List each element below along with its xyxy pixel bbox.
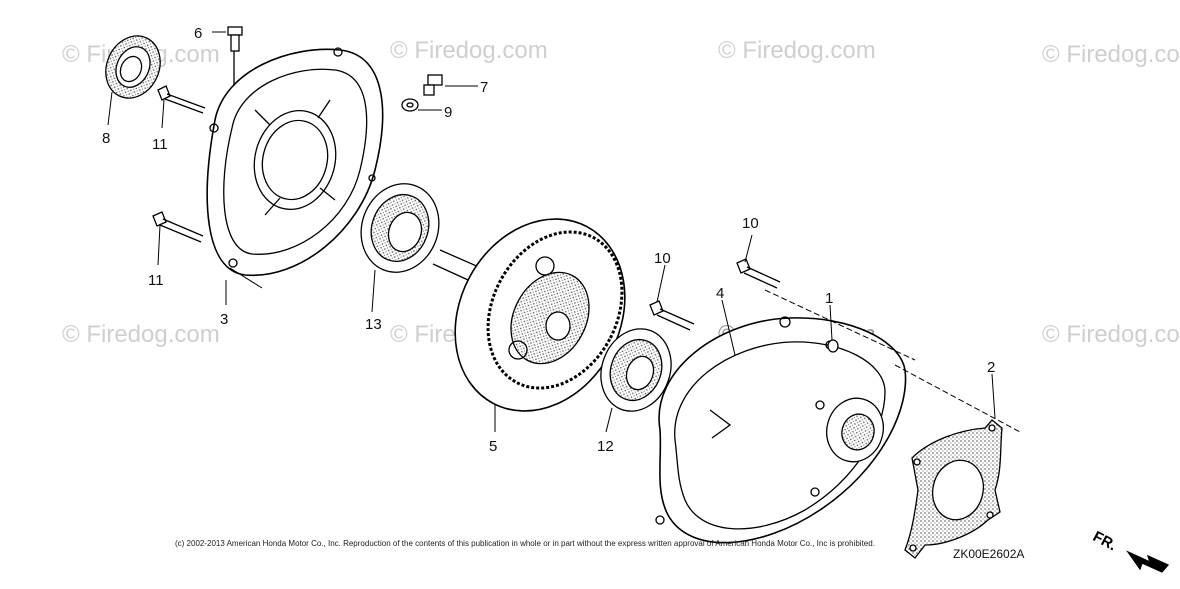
callout-13: 13 bbox=[365, 316, 382, 333]
callout-7: 7 bbox=[480, 79, 488, 96]
watermark-text: © Firedog.com bbox=[1042, 321, 1180, 348]
bolt-part-6 bbox=[227, 26, 243, 88]
copyright-notice: (c) 2002-2013 American Honda Motor Co., … bbox=[175, 539, 875, 548]
callout-9: 9 bbox=[444, 104, 452, 121]
callout-6: 6 bbox=[194, 25, 202, 42]
ring-gear-part-5 bbox=[432, 218, 626, 412]
bolt-part-10-right bbox=[736, 258, 781, 289]
callout-4: 4 bbox=[716, 285, 724, 302]
callout-1: 1 bbox=[825, 290, 833, 307]
callout-10: 10 bbox=[654, 250, 671, 267]
callout-11: 11 bbox=[152, 136, 168, 153]
callout-11: 11 bbox=[148, 272, 164, 289]
callout-3: 3 bbox=[220, 311, 228, 328]
washer-part-9 bbox=[401, 98, 419, 112]
bolt-part-10-left bbox=[649, 300, 695, 331]
gasket-part-2 bbox=[904, 419, 1003, 559]
watermark-text: © Firedog.com bbox=[718, 37, 876, 64]
bearing-part-13 bbox=[360, 183, 440, 273]
diagram-code: ZK00E2602A bbox=[953, 547, 1025, 561]
drain-plug-part-7 bbox=[423, 74, 443, 96]
front-direction-arrow-icon bbox=[1126, 550, 1170, 573]
dowel-pin-part-1 bbox=[827, 339, 839, 353]
callout-8: 8 bbox=[102, 130, 110, 147]
callout-2: 2 bbox=[987, 359, 995, 376]
callout-10: 10 bbox=[742, 215, 759, 232]
watermark-text: © Firedog.com bbox=[62, 321, 220, 348]
bearing-part-12 bbox=[600, 328, 672, 412]
bolt-part-11-upper bbox=[157, 85, 206, 114]
leader-lines bbox=[107, 31, 1021, 433]
watermark-text: © Firedog.com bbox=[390, 37, 548, 64]
callout-5: 5 bbox=[489, 438, 497, 455]
case-cover-part-3 bbox=[206, 47, 384, 277]
watermark-text: © Firedog.com bbox=[1042, 41, 1180, 68]
oil-seal-part-8 bbox=[105, 35, 161, 99]
bolt-part-11-lower bbox=[152, 211, 204, 243]
gear-case-part-4 bbox=[655, 316, 907, 544]
callout-labels: 6 7 9 8 11 11 3 13 10 10 4 1 2 5 12 bbox=[102, 25, 995, 455]
callout-12: 12 bbox=[597, 438, 614, 455]
